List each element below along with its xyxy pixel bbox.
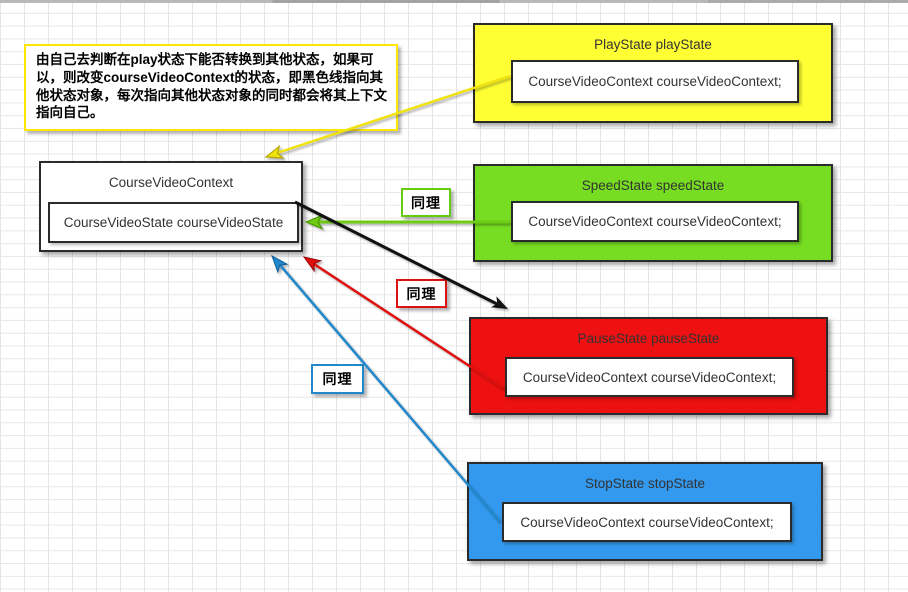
window-top-edge	[0, 0, 908, 3]
annotation-note-text: 由自己去判断在play状态下能否转换到其他状态，如果可以，则改变courseVi…	[36, 52, 387, 121]
node-stop-state: StopState stopState CourseVideoContext c…	[467, 462, 823, 561]
arrowhead	[302, 256, 323, 273]
label-tongli-stop: 同理	[311, 364, 364, 394]
arrowhead	[271, 254, 289, 274]
label-tongli-speed: 同理	[401, 188, 451, 217]
node-speed-state: SpeedState speedState CourseVideoContext…	[473, 164, 833, 262]
node-title: CourseVideoContext	[108, 175, 234, 190]
arrowhead	[304, 214, 324, 230]
node-title: PauseState pauseState	[577, 331, 720, 346]
arrowhead	[264, 144, 285, 159]
node-play-state: PlayState playState CourseVideoContext c…	[473, 23, 833, 123]
node-field: CourseVideoContext courseVideoContext;	[505, 357, 794, 397]
node-field: CourseVideoContext courseVideoContext;	[511, 60, 799, 103]
node-field: CourseVideoState courseVideoState	[48, 202, 299, 243]
node-field: CourseVideoContext courseVideoContext;	[511, 201, 799, 242]
node-course-video-context: CourseVideoContext CourseVideoState cour…	[39, 161, 303, 252]
label-tongli-pause: 同理	[396, 279, 447, 308]
node-title: StopState stopState	[584, 476, 706, 491]
arrowhead	[491, 296, 508, 309]
node-field: CourseVideoContext courseVideoContext;	[502, 502, 792, 542]
node-title: PlayState playState	[594, 37, 712, 52]
node-pause-state: PauseState pauseState CourseVideoContext…	[469, 317, 828, 415]
node-title: SpeedState speedState	[581, 178, 725, 193]
arrow-stop-to-context	[271, 254, 500, 522]
annotation-note: 由自己去判断在play状态下能否转换到其他状态，如果可以，则改变courseVi…	[24, 44, 398, 132]
